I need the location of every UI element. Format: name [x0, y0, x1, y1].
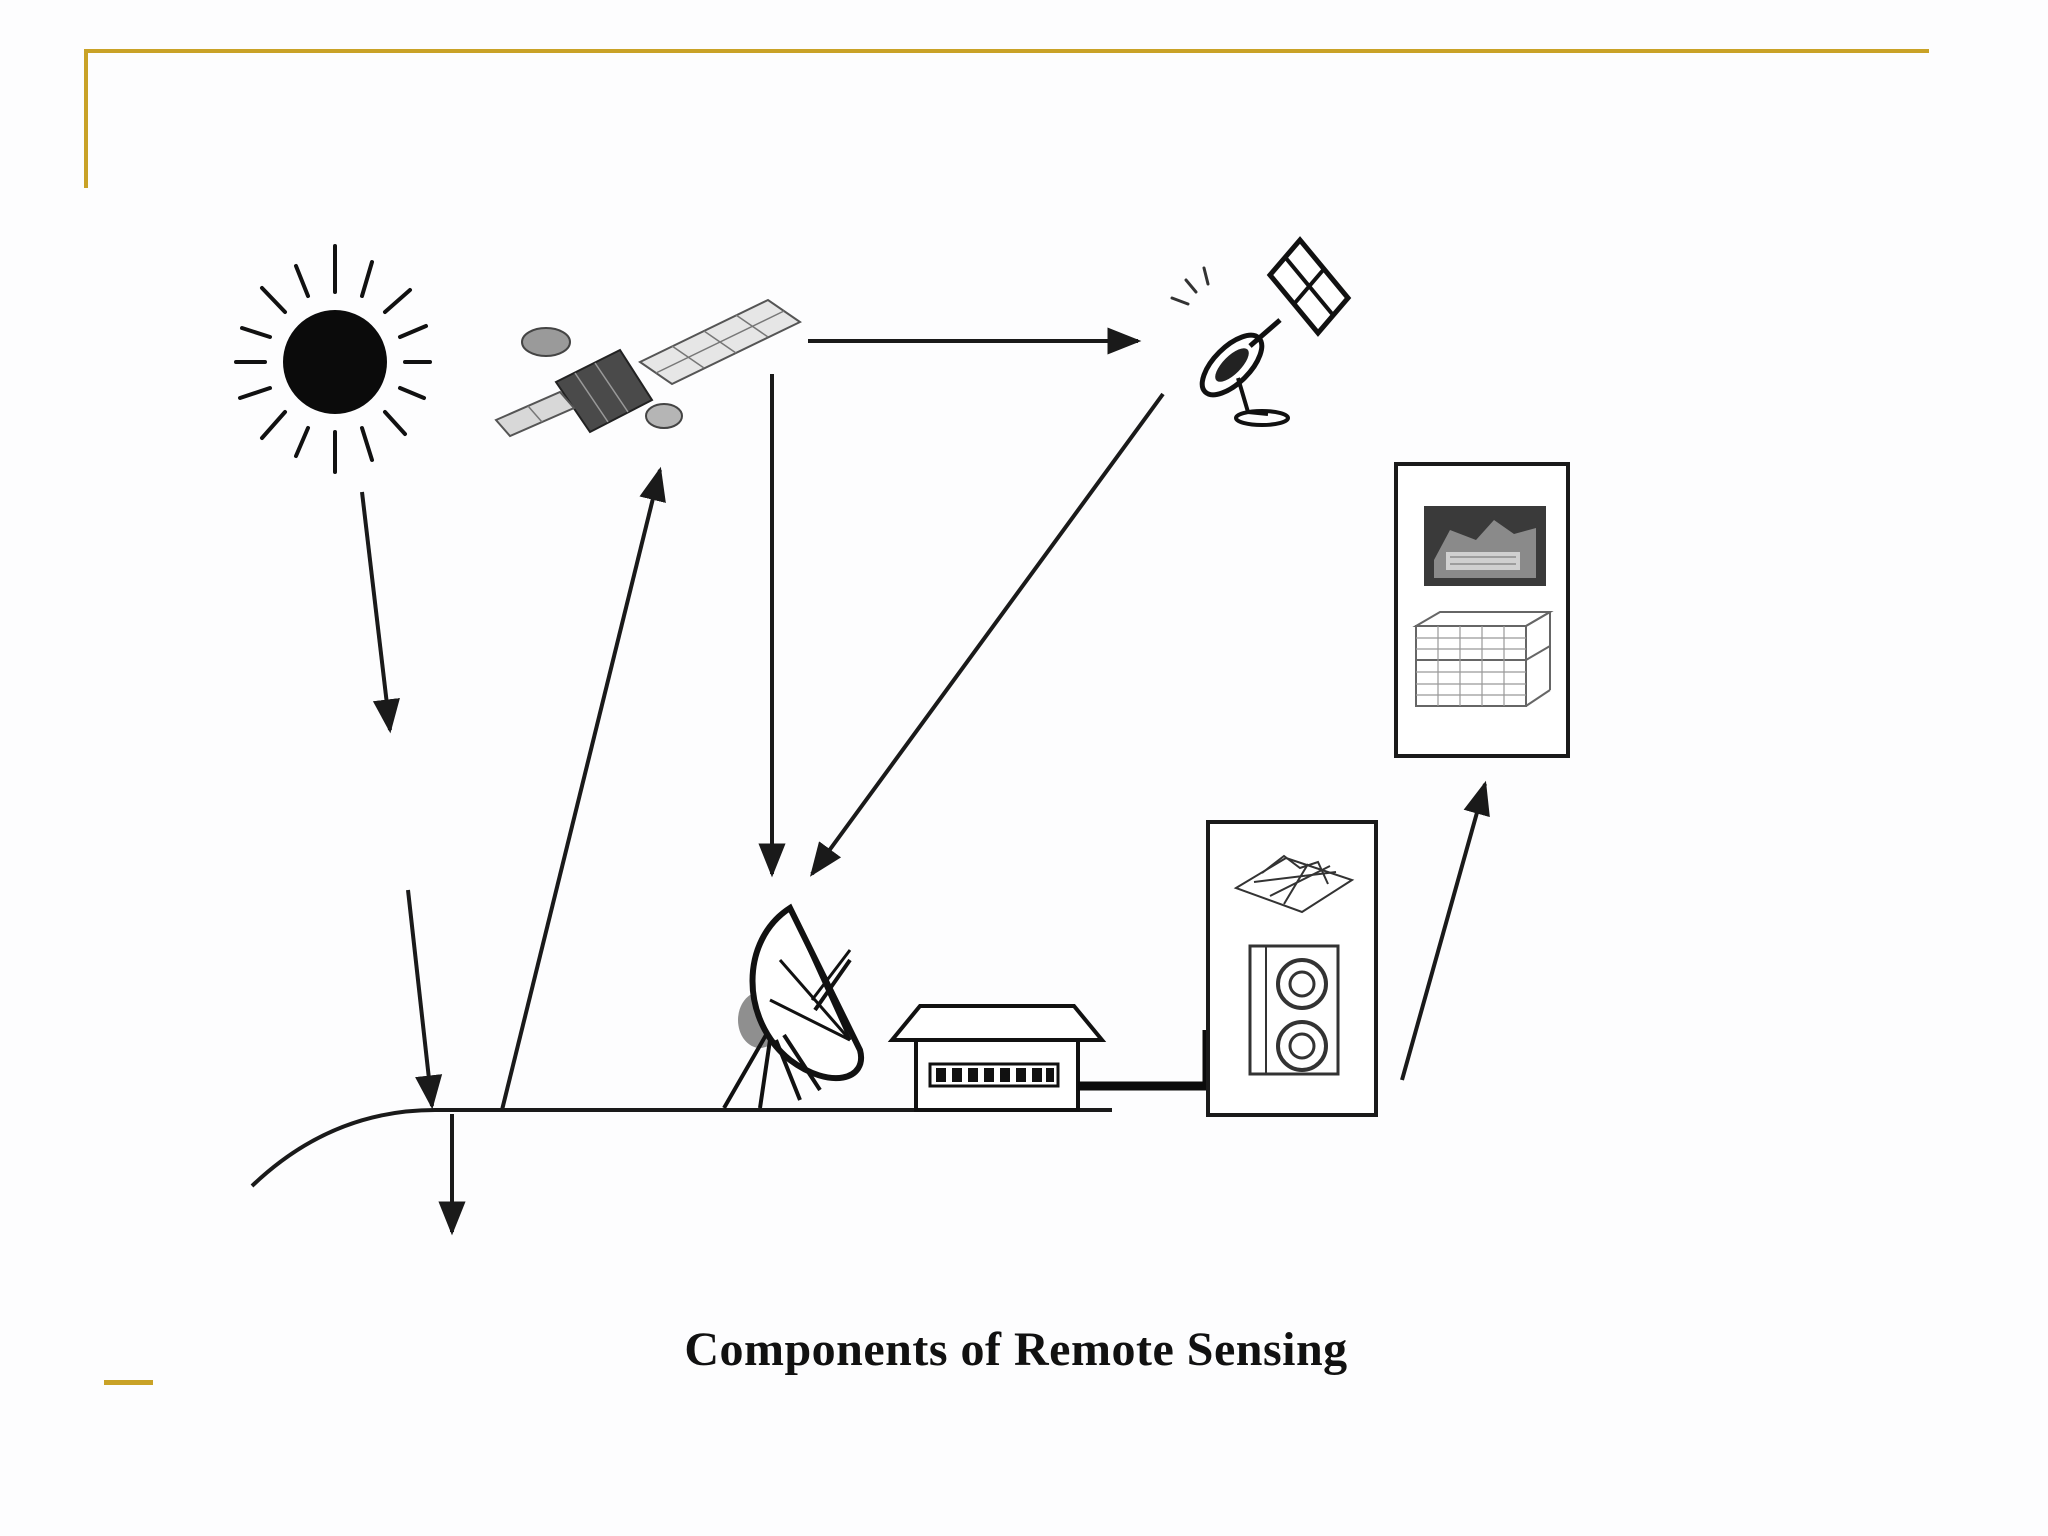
processing-unit-icon: [1206, 820, 1378, 1117]
top-accent-rule: [84, 49, 1929, 53]
relay-to-dish-arrow: [809, 392, 1165, 877]
processing-to-output-arrow: [1400, 780, 1490, 1081]
sun-icon: [234, 244, 432, 474]
relay-satellite-icon: [1170, 236, 1352, 427]
incoming-radiation-arrow-upper: [360, 491, 400, 734]
ground-station-icon: [887, 1004, 1107, 1112]
diagram-caption: Components of Remote Sensing: [684, 1323, 1348, 1376]
incoming-radiation-arrow-lower: [406, 889, 443, 1110]
left-accent-rule: [84, 49, 88, 188]
earth-surface-line: [250, 1108, 1112, 1188]
reflected-energy-arrow: [500, 466, 666, 1111]
receiving-dish-icon: [722, 903, 865, 1109]
footer-accent-mark: [104, 1380, 153, 1385]
output-display-icon: [1394, 462, 1570, 758]
sensor-satellite-icon: [494, 298, 802, 438]
